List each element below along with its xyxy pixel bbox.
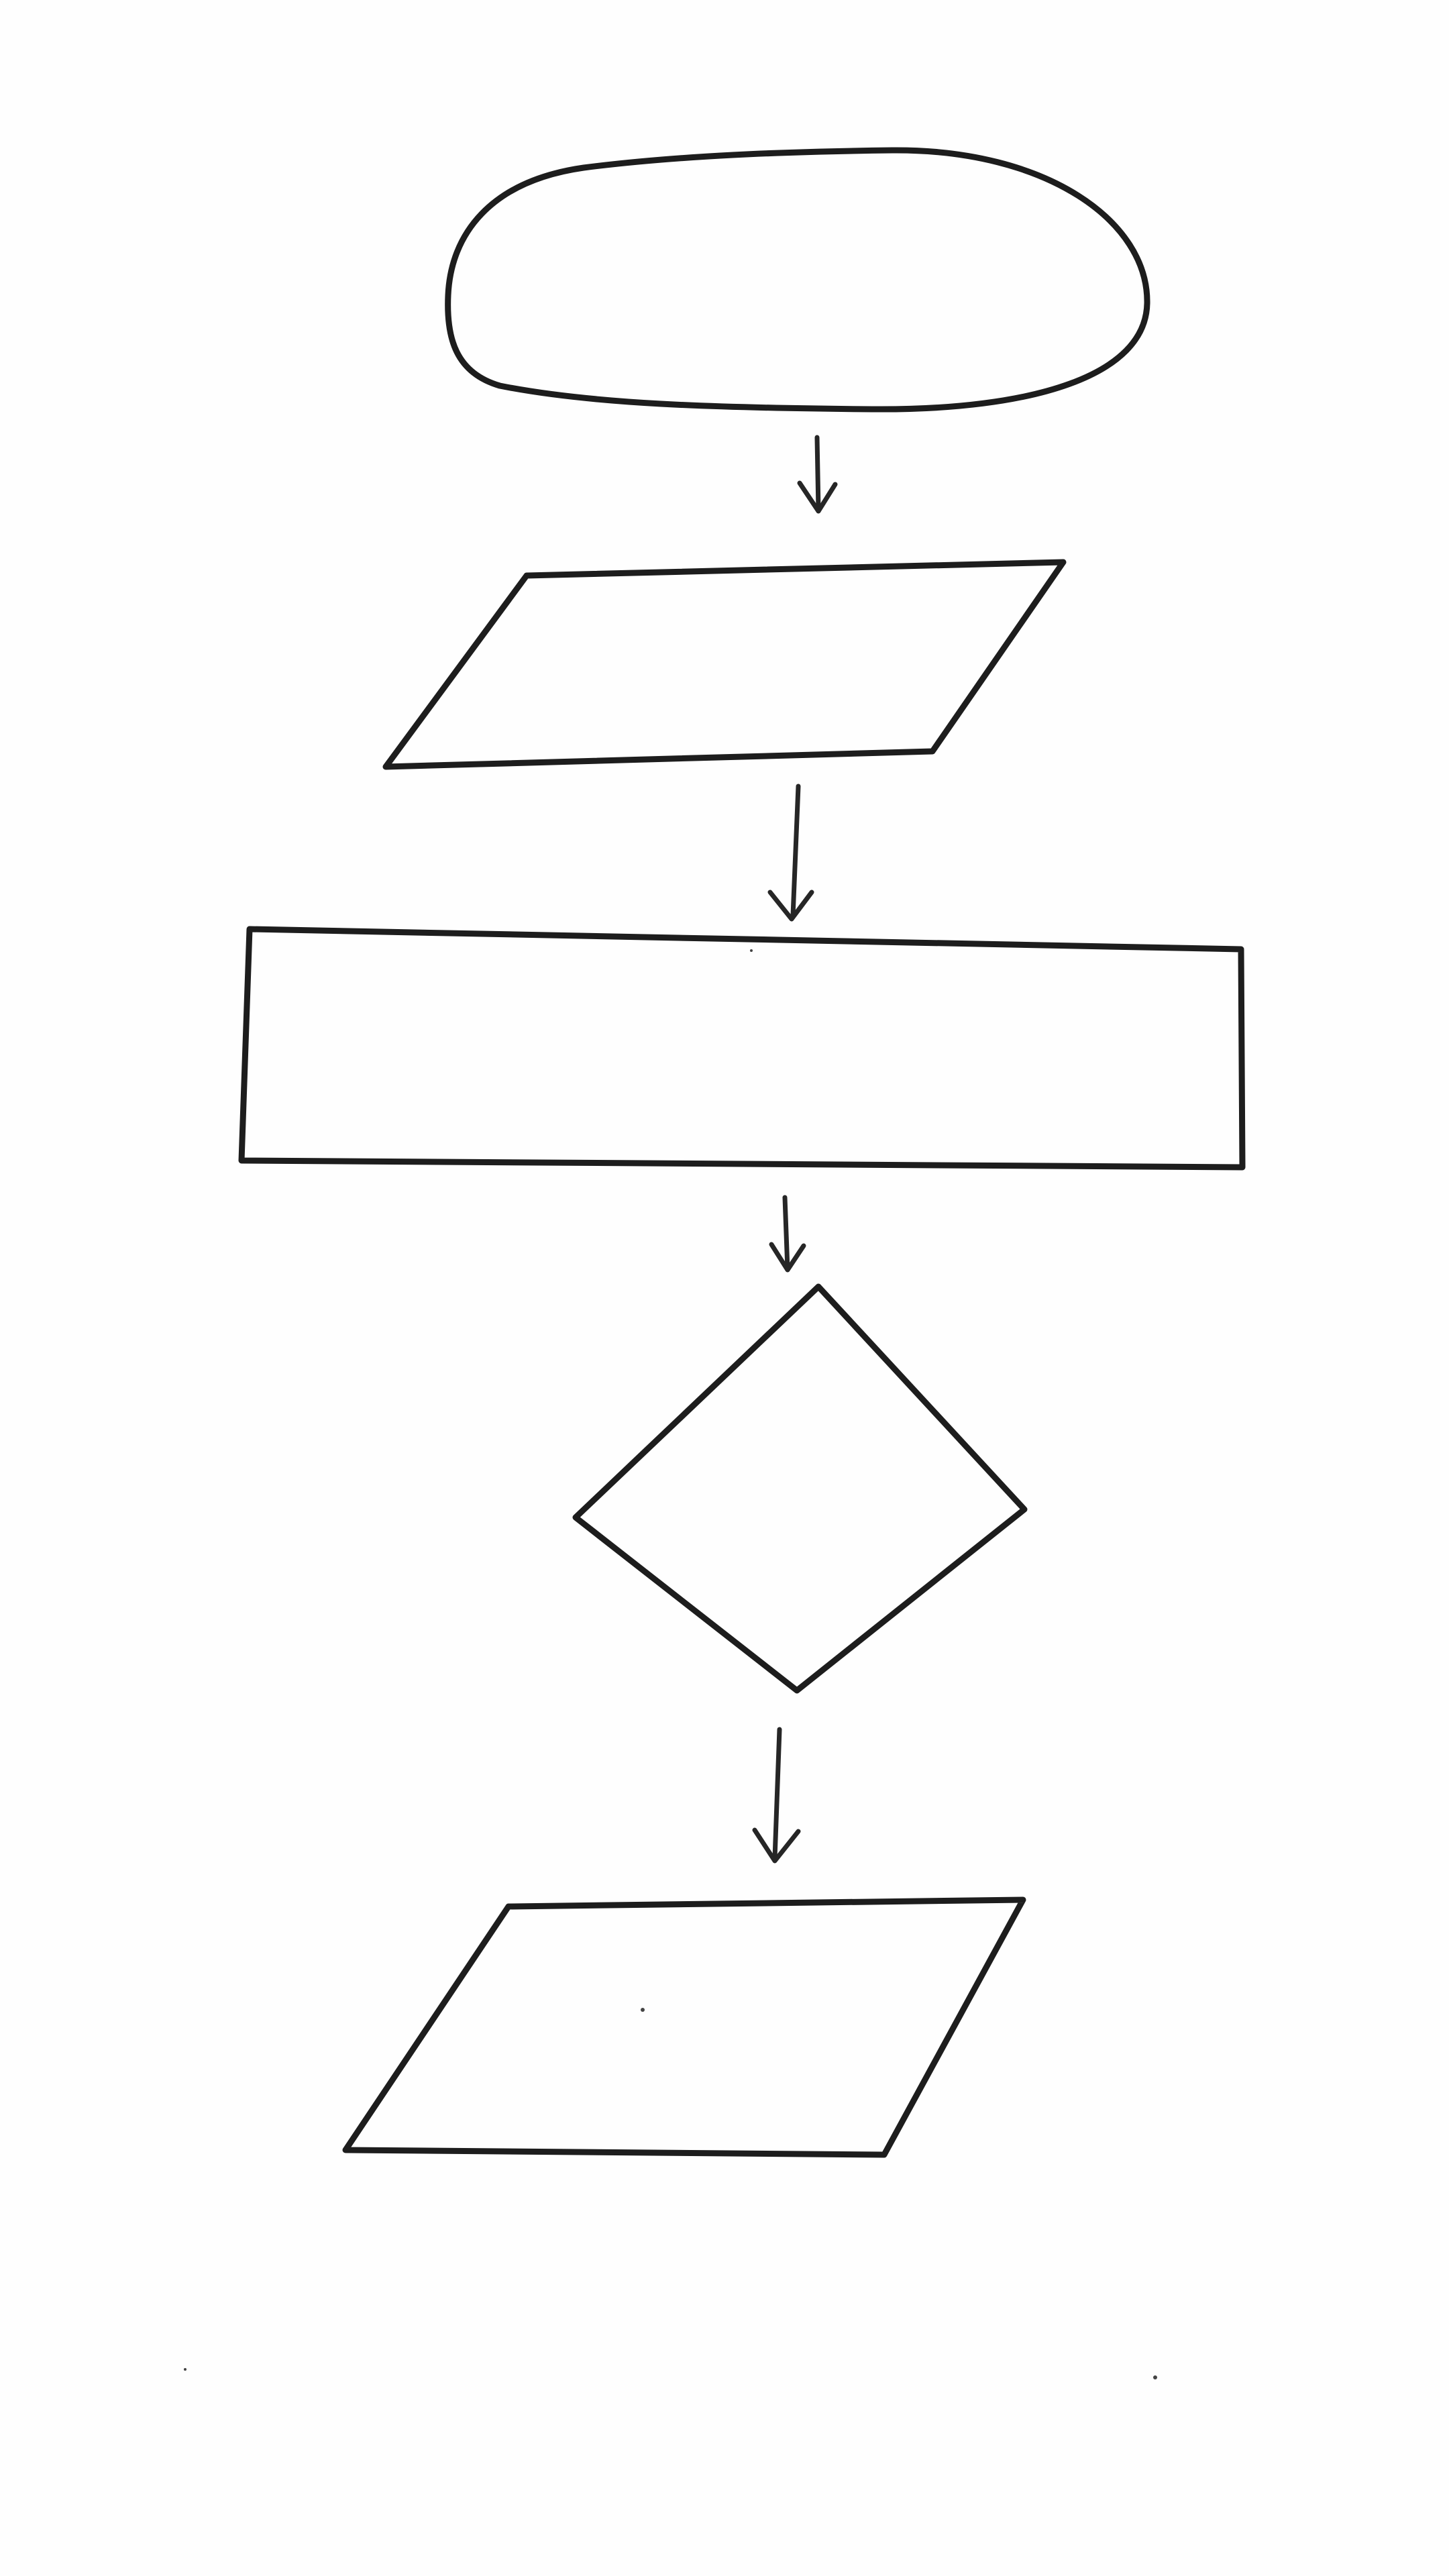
output-parallelogram-shape [342,1896,1026,2158]
flowchart-arrow-process-to-decision [769,1195,806,1273]
flowchart-arrow-input-to-process [767,784,814,922]
decision-diamond-shape [572,1283,1028,1694]
flowchart-start-node [445,147,1150,413]
process-rectangle-shape [238,926,1246,1171]
flowchart-process-node [238,926,1246,1171]
input-parallelogram-shape [382,559,1067,770]
flowchart-input-node [382,559,1067,770]
flowchart-arrow-decision-to-output [752,1727,801,1864]
paper-specks [184,949,1157,2379]
flowchart-output-node [342,1896,1026,2158]
terminator-oval-shape [445,147,1150,413]
flowchart-arrow-start-to-input [797,435,838,514]
flowchart-decision-node [572,1283,1028,1694]
